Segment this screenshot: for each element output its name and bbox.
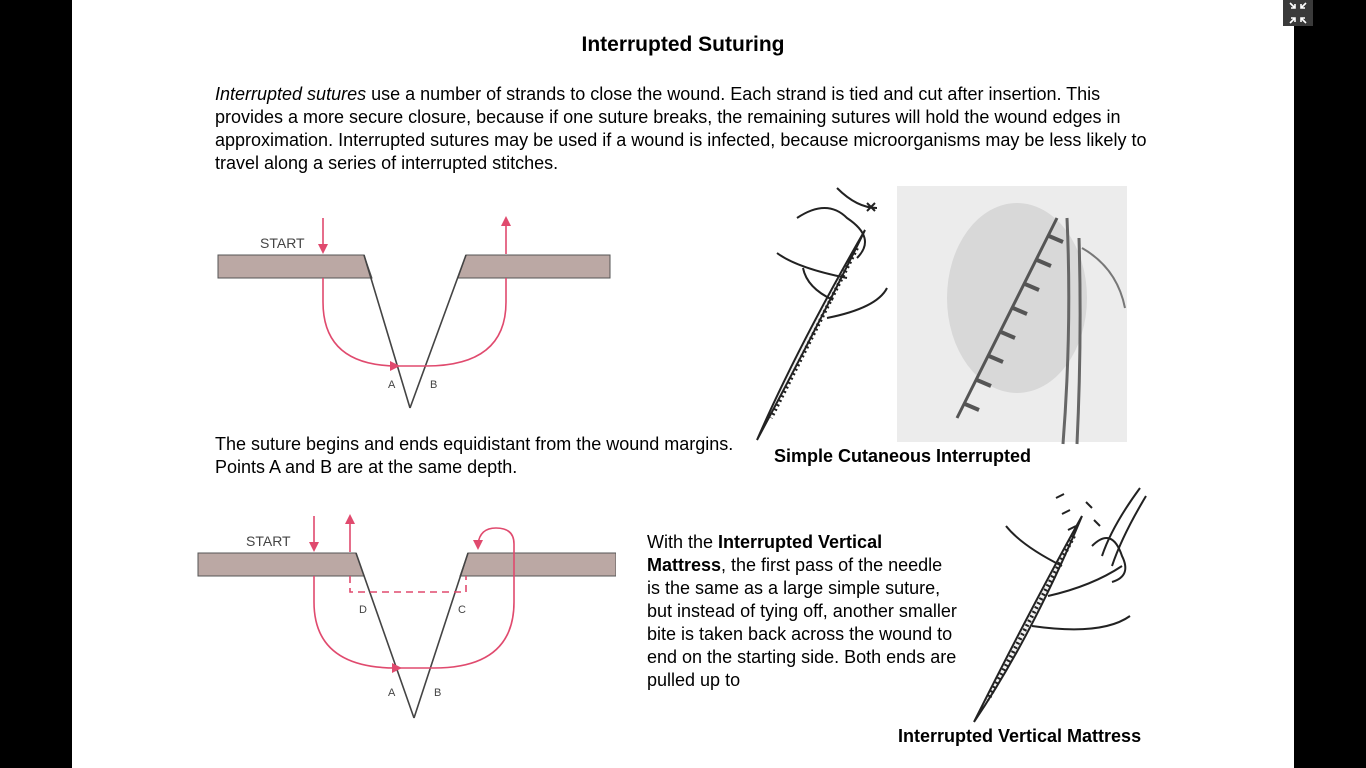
fig3-start-label: START — [246, 533, 291, 549]
wound-wall-left — [355, 552, 415, 719]
start-arrowhead — [309, 542, 319, 552]
vertical-mattress-diagram: START D C A B — [197, 514, 616, 719]
simple-suture-diagram: START A B — [217, 216, 611, 409]
skin-left — [217, 254, 373, 279]
mattress-loop-1 — [1005, 525, 1063, 567]
suture-ends — [1055, 493, 1101, 531]
mattress-thread — [1091, 537, 1127, 583]
skin-left — [197, 552, 365, 577]
intro-body-text: use a number of strands to close the wou… — [215, 84, 1147, 173]
deep-suture-path — [313, 527, 515, 669]
mattress-paragraph: With the Interrupted Vertical Mattress, … — [647, 531, 957, 692]
suture-loop-1 — [776, 252, 848, 279]
fig3-point-a: A — [388, 687, 396, 699]
suture-thread — [796, 207, 866, 259]
simple-cutaneous-drawing — [756, 186, 1127, 445]
page-title: Interrupted Suturing — [581, 33, 785, 56]
wound-wall-right — [413, 552, 469, 719]
mattress-text-suffix: , the first pass of the needle is the sa… — [647, 555, 957, 690]
cutaneous-sketch — [955, 217, 1126, 445]
vertical-mattress-label: Interrupted Vertical Mattress — [898, 726, 1142, 746]
mid-arrowhead — [392, 663, 402, 673]
exit-fullscreen-button[interactable] — [1283, 0, 1313, 26]
exit-fullscreen-icon — [1289, 2, 1307, 24]
fig1-point-a: A — [388, 379, 396, 391]
mattress-loop-3 — [1031, 615, 1131, 631]
intro-lead-term: Interrupted sutures — [215, 84, 367, 104]
fig1-start-label: START — [260, 235, 305, 251]
skin-right — [459, 552, 616, 577]
end-arrowhead — [345, 514, 355, 524]
wound-wall-left — [363, 254, 411, 409]
wound-outline — [973, 515, 1083, 723]
figure1-caption: The suture begins and ends equidistant f… — [215, 434, 734, 477]
suture-loop-2 — [802, 267, 834, 301]
wound-wall-right — [409, 254, 467, 409]
suture-knot — [866, 202, 876, 212]
mattress-loop-2 — [1047, 565, 1123, 597]
suture-path — [322, 278, 507, 367]
mattress-text-prefix: With the — [647, 532, 719, 552]
fig3-point-c: C — [458, 604, 466, 616]
cutaneous-line — [955, 217, 1059, 419]
mattress-term: Interrupted Vertical Mattress — [647, 532, 883, 575]
needle-holder — [1061, 217, 1082, 445]
fig3-point-b: B — [434, 687, 441, 699]
start-arrowhead — [318, 244, 328, 254]
shallow-suture-path — [349, 576, 467, 593]
needle-thread — [1081, 247, 1126, 309]
return-arrowhead — [473, 540, 483, 550]
thread-tails — [1101, 487, 1147, 567]
wound-sketch — [756, 187, 888, 441]
skin-right — [457, 254, 611, 279]
clipped-header-fragment: — — [390, 0, 460, 3]
end-arrowhead — [501, 216, 511, 226]
fig3-point-d: D — [359, 604, 367, 616]
vertical-mattress-drawing — [973, 487, 1147, 723]
cutaneous-stitches — [964, 234, 1064, 412]
fig1-point-b: B — [430, 379, 437, 391]
intro-paragraph: Interrupted sutures use a number of stra… — [215, 83, 1155, 175]
simple-cutaneous-label: Simple Cutaneous Interrupted — [774, 446, 1032, 466]
mid-arrowhead — [390, 361, 400, 371]
suture-tail — [836, 187, 878, 209]
document-page: — Interrupted Suturing Interrupted sutur… — [72, 0, 1294, 768]
suture-loop-3 — [826, 287, 888, 319]
